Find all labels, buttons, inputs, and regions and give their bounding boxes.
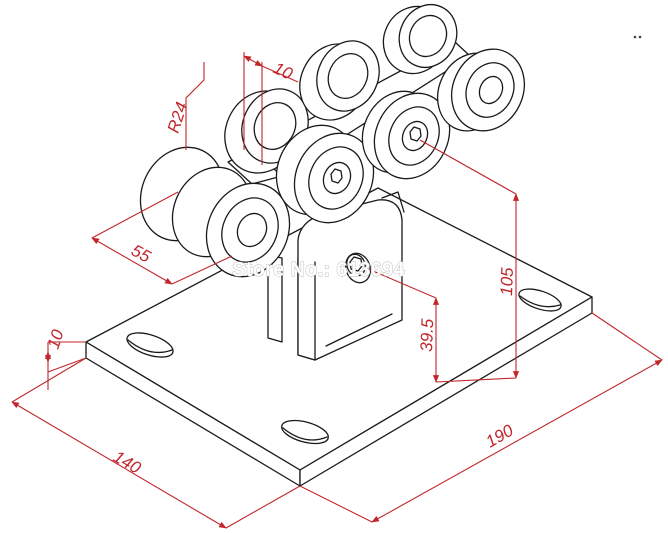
corner-mark — [633, 35, 642, 39]
mounting-hole-front — [281, 419, 329, 445]
dim-radius: R24 — [164, 100, 192, 136]
roller-back-2 — [299, 40, 380, 121]
dim-rail-height: 105 — [497, 267, 517, 297]
dim-plate-length: 190 — [483, 421, 518, 452]
dim-wheel-offset: 55 — [128, 241, 154, 267]
axle-nut — [344, 252, 372, 284]
dim-wheel-gap: 10 — [270, 58, 296, 83]
dim-plate-width: 140 — [110, 447, 145, 478]
dim-plate-thickness: 10 — [44, 327, 68, 351]
roller-front-left — [139, 146, 291, 278]
upright-bracket — [267, 191, 405, 361]
mounting-hole-left — [126, 332, 174, 358]
roller-front-right — [361, 90, 451, 180]
store-watermark: Store No.: 613694 — [232, 259, 406, 281]
roller-back-3 — [382, 4, 458, 75]
dim-axle-height: 39.5 — [417, 318, 437, 352]
roller-front-middle — [275, 124, 375, 224]
dimension-lines — [11, 52, 663, 529]
roller-rear-right — [436, 48, 525, 132]
